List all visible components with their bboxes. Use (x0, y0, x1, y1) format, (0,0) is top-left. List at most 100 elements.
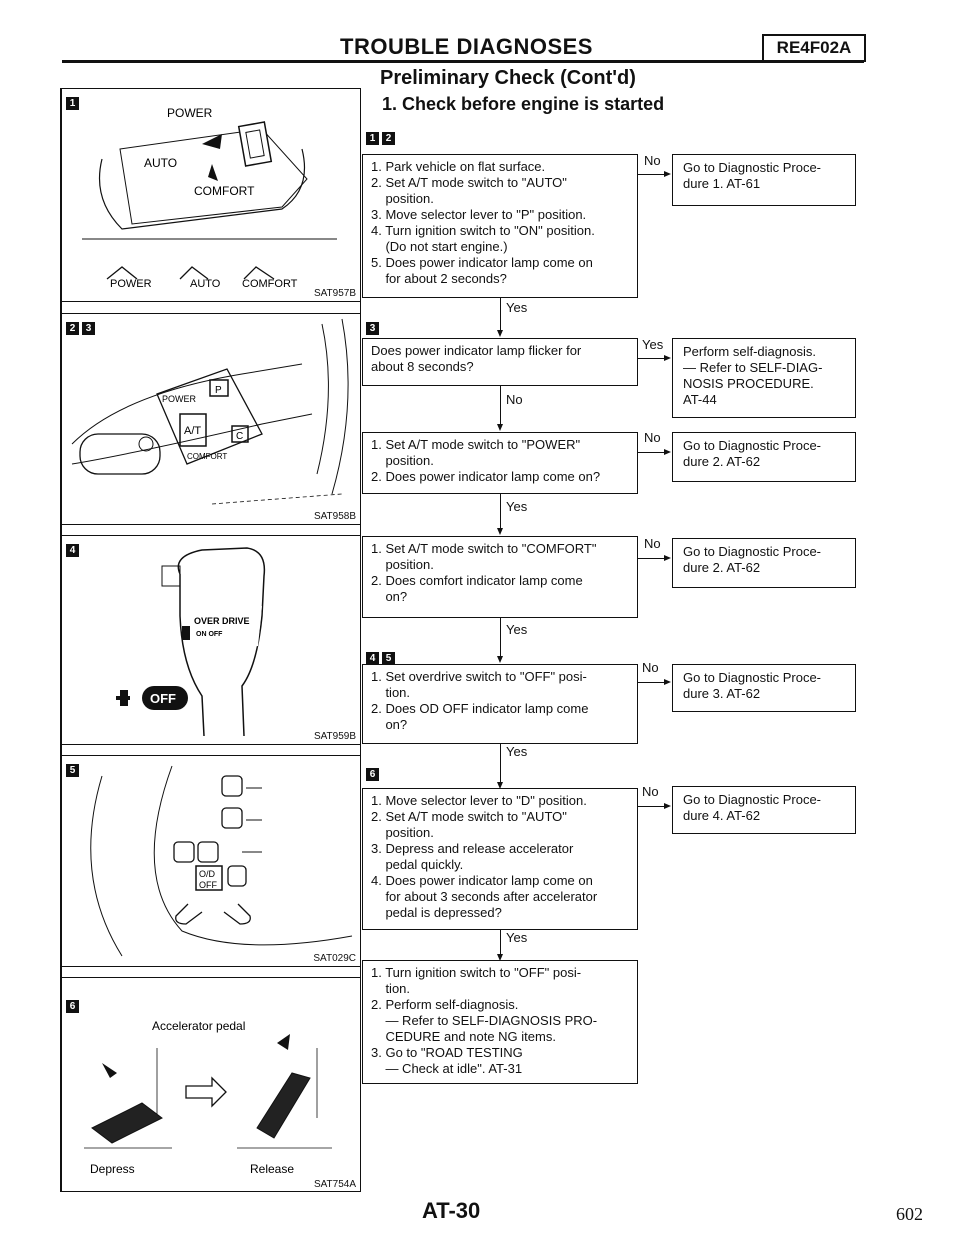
figure-code: SAT029C (313, 953, 356, 964)
connector-line (500, 298, 501, 332)
figure-indicator-panel: 5 O/D OFF SAT029C (62, 755, 360, 967)
figure-tags: 1 (66, 93, 82, 111)
branch-label: No (642, 784, 659, 799)
figure-mode-switch: 1 POWER AUTO COMFORT POWER AUTO COMFORT … (62, 89, 360, 302)
flow-result-box: Perform self-diagnosis. — Refer to SELF-… (672, 338, 856, 418)
branch-line (638, 806, 664, 807)
branch-arrow (664, 171, 671, 177)
figure-code: SAT957B (313, 288, 356, 299)
label-p: P (215, 385, 222, 396)
connector-line (500, 618, 501, 658)
connector-label: Yes (506, 622, 528, 637)
flow-result-box: Go to Diagnostic Proce- dure 2. AT-62 (672, 432, 856, 482)
figure-tags: 5 (66, 760, 82, 778)
connector-arrow (497, 954, 503, 961)
flow-result-box: Go to Diagnostic Proce- dure 3. AT-62 (672, 664, 856, 712)
branch-arrow (664, 803, 671, 809)
branch-label: No (642, 660, 659, 675)
figure-tags: 6 (66, 996, 82, 1014)
connector-label: Yes (506, 930, 528, 945)
figure-selector-lever: 4 OVER DRIVE ON OFF OFF SAT959B (62, 535, 360, 745)
label-off-button: OFF (150, 691, 176, 706)
label-power-small: POWER (162, 394, 197, 404)
header-rule (62, 60, 864, 63)
connector-label: Yes (506, 744, 528, 759)
label-depress: Depress (90, 1162, 135, 1176)
figure-code: SAT958B (313, 511, 356, 522)
mode-switch-illustration: POWER AUTO COMFORT POWER AUTO COMFORT (82, 106, 337, 290)
label-on-off: ON OFF (196, 631, 223, 638)
branch-line (638, 558, 664, 559)
step-heading: 1. Check before engine is started (382, 94, 665, 114)
branch-label: No (644, 153, 661, 168)
section-code-badge: RE4F02A (762, 34, 866, 62)
connector-line (500, 930, 501, 956)
connector-line (500, 744, 501, 784)
label-overdrive: OVER DRIVE (194, 616, 250, 626)
flow-tags: 6 (366, 764, 382, 782)
flow-result-box: Go to Diagnostic Proce- dure 2. AT-62 (672, 538, 856, 588)
accelerator-pedal-illustration: Accelerator pedal Depress Release (84, 1019, 332, 1176)
connector-line (500, 386, 501, 426)
flow-result-box: Go to Diagnostic Proce- dure 4. AT-62 (672, 786, 856, 834)
connector-label: No (506, 392, 523, 407)
label-release: Release (250, 1162, 294, 1176)
flow-result-box: Go to Diagnostic Proce- dure 1. AT-61 (672, 154, 856, 206)
branch-line (638, 452, 664, 453)
flow-step-box: 1. Move selector lever to "D" position. … (362, 788, 638, 930)
branch-arrow (664, 555, 671, 561)
connector-arrow (497, 782, 503, 789)
flow-step-box: 1. Set overdrive switch to "OFF" posi- t… (362, 664, 638, 744)
connector-label: Yes (506, 300, 528, 315)
flow-step-box: 1. Park vehicle on flat surface. 2. Set … (362, 154, 638, 298)
label-od-off: OFF (199, 880, 217, 890)
label-power-bottom: POWER (110, 278, 152, 290)
figure-code: SAT959B (313, 731, 356, 742)
connector-arrow (497, 528, 503, 535)
flow-step-box: Does power indicator lamp flicker for ab… (362, 338, 638, 386)
figure-accelerator-pedal: 6 Accelerator pedal Depress Release SAT7… (62, 977, 360, 1192)
label-comfort: COMFORT (194, 184, 255, 198)
flow-step-box: 1. Set A/T mode switch to "COMFORT" posi… (362, 536, 638, 618)
console-illustration: POWER A/T COMFORT P C (71, 318, 349, 505)
label-auto: AUTO (144, 156, 177, 170)
flow-tags: 3 (366, 318, 382, 336)
figure-column: 1 POWER AUTO COMFORT POWER AUTO COMFORT … (60, 88, 361, 1192)
label-comfort-bottom: COMFORT (242, 278, 298, 290)
label-at: A/T (184, 425, 201, 437)
label-accelerator-pedal: Accelerator pedal (152, 1019, 245, 1033)
branch-line (638, 358, 664, 359)
label-od: O/D (199, 869, 216, 879)
figure-code: SAT754A (313, 1179, 356, 1190)
branch-line (638, 682, 664, 683)
label-comfort-small: COMFORT (187, 452, 227, 461)
branch-label: No (644, 536, 661, 551)
selector-lever-illustration: OVER DRIVE ON OFF OFF (116, 547, 266, 737)
connector-arrow (497, 424, 503, 431)
page-number: 602 (896, 1204, 923, 1224)
label-c: C (236, 431, 243, 442)
connector-line (500, 494, 501, 530)
page-title: TROUBLE DIAGNOSES (340, 34, 593, 59)
section-subtitle: Preliminary Check (Cont'd) (380, 67, 636, 89)
branch-label: Yes (642, 337, 664, 352)
branch-arrow (664, 679, 671, 685)
flow-step-box: 1. Set A/T mode switch to "POWER" positi… (362, 432, 638, 494)
branch-arrow (664, 449, 671, 455)
branch-line (638, 174, 664, 175)
page-code: AT-30 (422, 1198, 481, 1223)
label-power: POWER (167, 106, 213, 120)
label-auto-bottom: AUTO (190, 278, 221, 290)
indicator-panel-illustration: O/D OFF (90, 765, 353, 957)
connector-arrow (497, 330, 503, 337)
connector-arrow (497, 656, 503, 663)
branch-label: No (644, 430, 661, 445)
connector-label: Yes (506, 499, 528, 514)
flow-step-box: 1. Turn ignition switch to "OFF" posi- t… (362, 960, 638, 1084)
figure-tags: 4 (66, 540, 82, 558)
branch-arrow (664, 355, 671, 361)
